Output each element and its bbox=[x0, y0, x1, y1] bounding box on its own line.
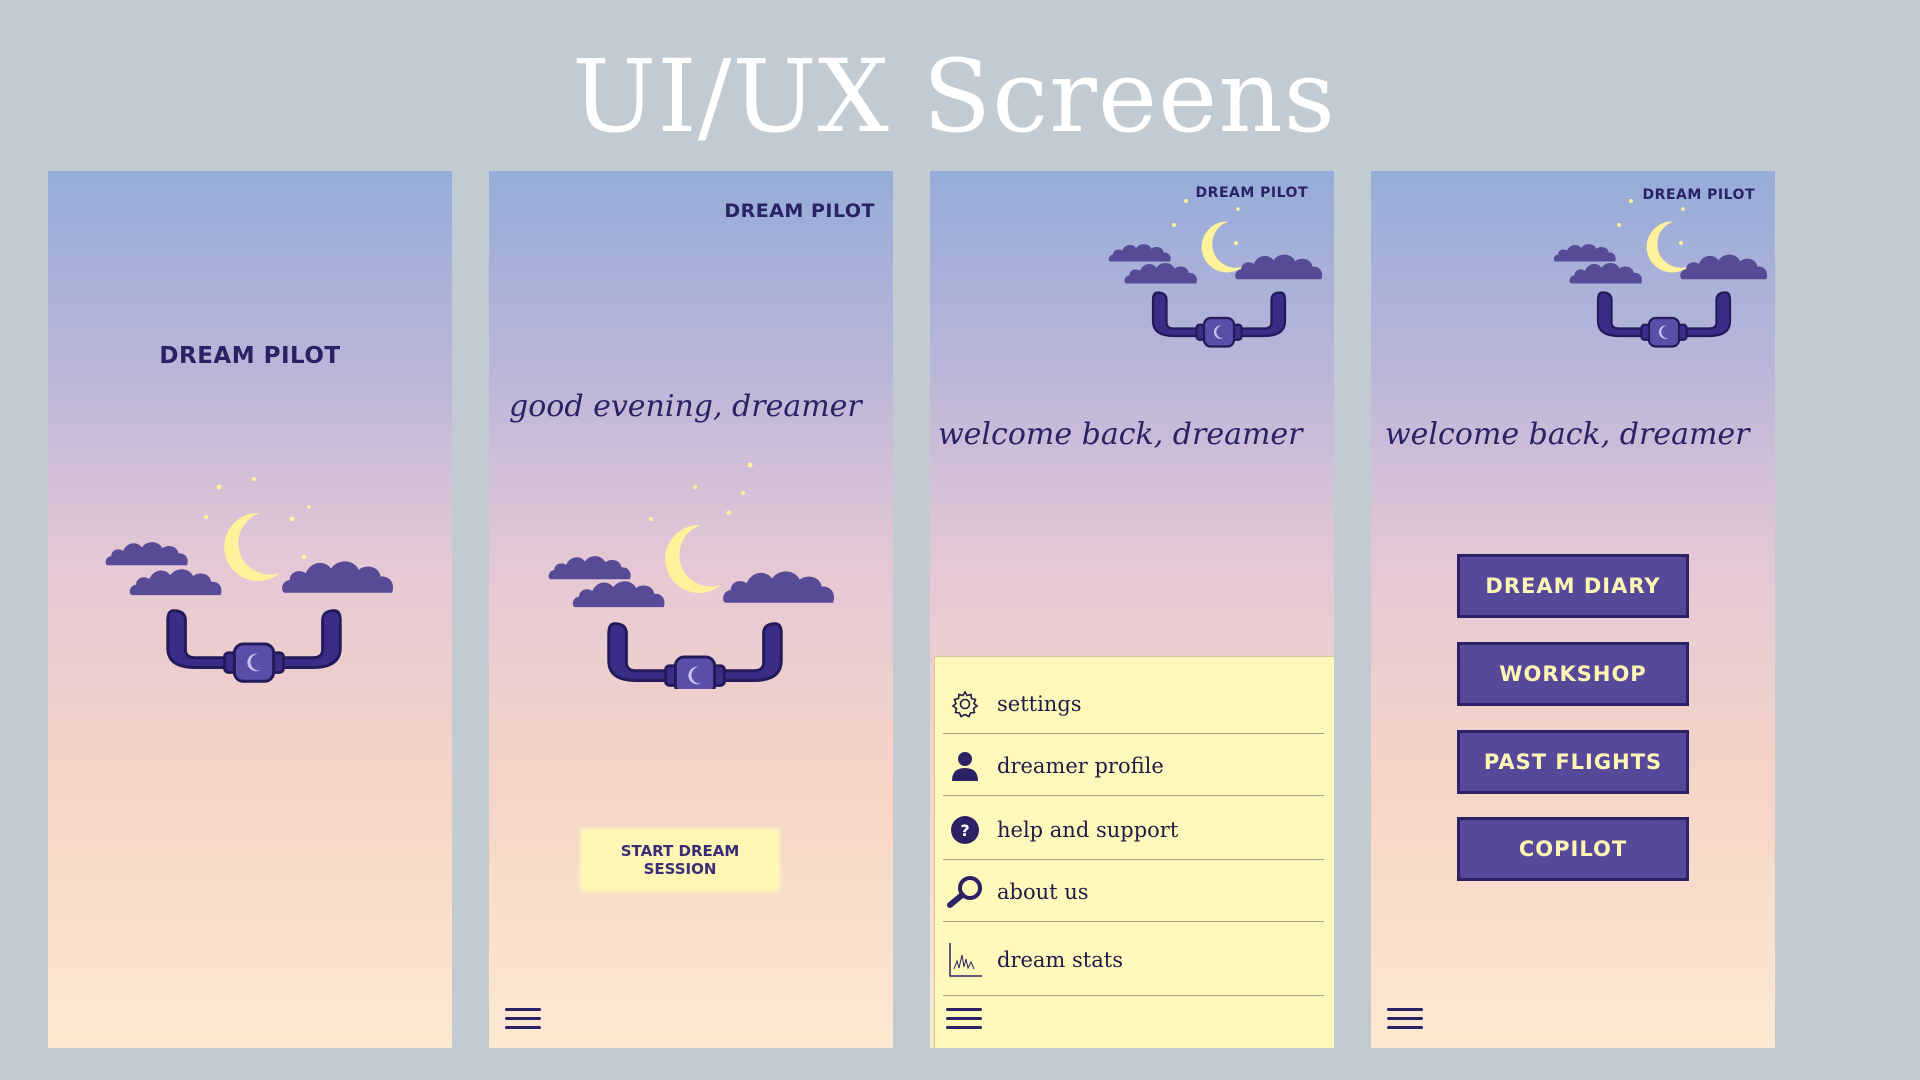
dream-pilot-logo-small bbox=[1108, 199, 1323, 348]
menu-item-help-and-support[interactable]: ? help and support bbox=[943, 801, 1324, 860]
brand-title: DREAM PILOT bbox=[724, 200, 875, 222]
brand-title: DREAM PILOT bbox=[159, 343, 341, 369]
copilot-button[interactable]: COPILOT bbox=[1457, 817, 1689, 881]
menu-screen: DREAM PILOT welcome back, dreamer settin… bbox=[930, 171, 1334, 1048]
side-menu: settings dreamer profile ? help and supp… bbox=[934, 656, 1334, 1048]
page-title: UI/UX Screens bbox=[571, 38, 1337, 155]
help-icon: ? bbox=[951, 816, 979, 844]
dream-pilot-logo bbox=[105, 477, 394, 683]
greeting-text: welcome back, dreamer bbox=[938, 417, 1303, 452]
dream-pilot-logo bbox=[548, 462, 835, 689]
user-icon bbox=[952, 752, 978, 781]
workshop-button[interactable]: WORKSHOP bbox=[1457, 642, 1689, 706]
splash-screen: DREAM PILOT bbox=[48, 171, 452, 1048]
menu-item-settings[interactable]: settings bbox=[943, 675, 1324, 734]
start-session-screen: DREAM PILOT good evening, dreamer START … bbox=[489, 171, 893, 1048]
menu-item-label: about us bbox=[997, 880, 1089, 904]
chart-icon bbox=[949, 943, 982, 977]
home-screen: DREAM PILOT welcome back, dreamer DREAM … bbox=[1371, 171, 1775, 1048]
menu-item-dreamer-profile[interactable]: dreamer profile bbox=[943, 737, 1324, 796]
dream-pilot-logo-small bbox=[1553, 199, 1768, 348]
hamburger-icon[interactable] bbox=[946, 1008, 982, 1034]
greeting-text: welcome back, dreamer bbox=[1385, 417, 1750, 452]
svg-text:?: ? bbox=[960, 821, 969, 840]
gear-icon bbox=[951, 690, 979, 718]
menu-item-label: settings bbox=[997, 692, 1082, 716]
hamburger-icon[interactable] bbox=[1387, 1008, 1423, 1034]
greeting-text: good evening, dreamer bbox=[509, 389, 862, 424]
hamburger-icon[interactable] bbox=[505, 1008, 541, 1034]
menu-item-label: help and support bbox=[997, 818, 1179, 842]
start-dream-session-button[interactable]: START DREAM SESSION bbox=[581, 829, 779, 891]
menu-item-about-us[interactable]: about us bbox=[943, 863, 1324, 922]
brand-title: DREAM PILOT bbox=[1642, 187, 1755, 203]
menu-item-label: dreamer profile bbox=[997, 754, 1164, 778]
menu-item-dream-stats[interactable]: dream stats bbox=[943, 925, 1324, 996]
menu-item-label: dream stats bbox=[997, 948, 1123, 972]
search-icon bbox=[947, 876, 982, 908]
brand-title: DREAM PILOT bbox=[1195, 185, 1308, 201]
dream-diary-button[interactable]: DREAM DIARY bbox=[1457, 554, 1689, 618]
past-flights-button[interactable]: PAST FLIGHTS bbox=[1457, 730, 1689, 794]
